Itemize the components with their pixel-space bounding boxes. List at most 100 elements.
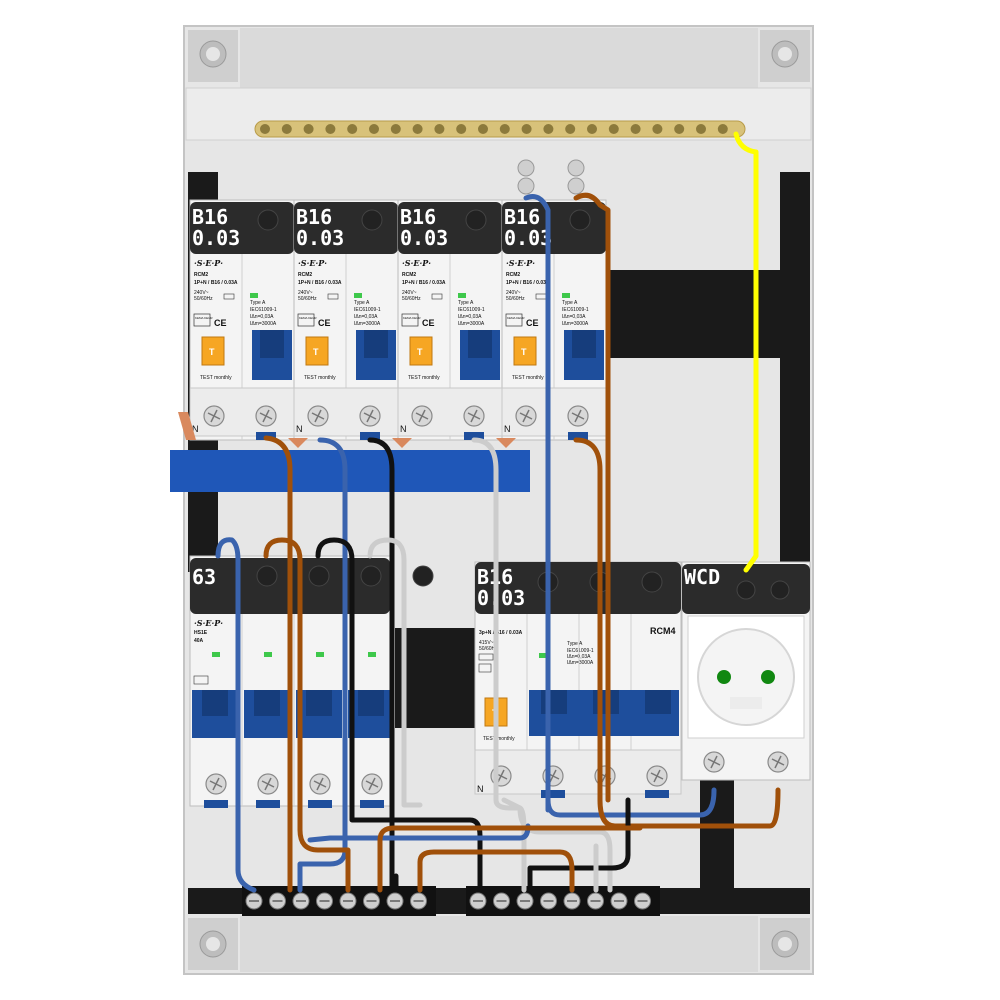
neutral-label: N — [296, 424, 303, 434]
test-button[interactable] — [513, 336, 537, 366]
earth-hole-icon — [369, 124, 379, 134]
wire-black — [527, 797, 631, 893]
ce-label: CE — [526, 318, 539, 328]
test-button[interactable] — [201, 336, 225, 366]
icn-label: IΔm=3000A — [567, 660, 594, 666]
approval-label: KEMA KEUR — [299, 316, 317, 320]
spec-label: 1P+N / B16 / 0.03A — [506, 280, 550, 286]
kema-keur-icon — [401, 313, 419, 327]
sensitivity-label: 0.03 — [192, 226, 240, 250]
sensitivity-label: 0.03 — [296, 226, 344, 250]
sensitivity-label: 0.03 — [504, 226, 552, 250]
rating-label: B16 — [192, 205, 228, 229]
test-button[interactable] — [409, 336, 433, 366]
wire-blue — [523, 194, 551, 803]
terminal-screw-icon[interactable] — [359, 405, 381, 427]
freq-label: 50/60Hz — [479, 646, 498, 652]
terminal-screw-icon[interactable] — [646, 765, 668, 787]
terminal-screw-icon[interactable] — [307, 405, 329, 427]
terminal-screw-icon[interactable] — [767, 751, 789, 773]
earth-hole-icon — [674, 124, 685, 134]
sensitivity-label: 0.03 — [477, 586, 525, 610]
terminal-screw-icon[interactable] — [205, 773, 227, 795]
rating-label: B16 — [400, 205, 436, 229]
earth-hole-icon — [390, 124, 401, 134]
earth-hole-icon — [456, 124, 467, 134]
earth-hole-icon — [499, 124, 510, 134]
terminal-screw-icon[interactable] — [309, 773, 331, 795]
socket-label: WCD — [684, 565, 720, 589]
terminal-screw-icon[interactable] — [361, 773, 383, 795]
spec-label: 1P+N / B16 / 0.03A — [402, 280, 446, 286]
freq-label: 50/60Hz — [402, 296, 421, 302]
freq-label: 50/60Hz — [194, 296, 213, 302]
freq-label: 50/60Hz — [298, 296, 317, 302]
mount-hole-bl — [188, 918, 238, 970]
voltage-label: 240V~ — [402, 290, 417, 296]
test-button[interactable] — [305, 336, 329, 366]
test-label: TEST monthly — [483, 736, 515, 742]
terminal-screw-icon[interactable] — [567, 405, 589, 427]
approval-label: KEMA KEUR — [195, 316, 213, 320]
earth-hole-icon — [303, 124, 314, 134]
idn-label: IΔn=0,03A — [458, 314, 482, 320]
status-led-icon — [250, 293, 258, 298]
earth-hole-icon — [587, 124, 597, 134]
earth-hole-icon — [521, 124, 532, 134]
brand-label: ·S·E·P· — [298, 258, 327, 268]
mount-hole-br — [760, 918, 810, 970]
terminal-screw-icon[interactable] — [255, 405, 277, 427]
earth-hole-icon — [565, 124, 576, 134]
idn-label: IΔn=0,03A — [354, 314, 378, 320]
kema-keur-icon — [193, 313, 211, 327]
wire-grey — [367, 537, 423, 808]
terminal-screw-icon[interactable] — [203, 405, 225, 427]
ce-label: CE — [214, 318, 227, 328]
terminal-screw-icon[interactable] — [411, 405, 433, 427]
wire-blue — [215, 537, 257, 893]
wire-brown — [417, 849, 575, 893]
spec-label: 1P+N / B16 / 0.03A — [298, 280, 342, 286]
earth-hole-icon — [260, 124, 270, 134]
wire-grey — [501, 797, 613, 893]
wire-black — [367, 437, 395, 893]
sensitivity-label: 0.03 — [400, 226, 448, 250]
icn-label: IΔm=3000A — [250, 321, 277, 327]
earth-hole-icon — [652, 124, 663, 134]
status-led-icon — [458, 293, 466, 298]
terminal-screw-icon[interactable] — [703, 751, 725, 773]
ce-label: CE — [318, 318, 331, 328]
kema-keur-icon — [505, 313, 523, 327]
spec-label: 1P+N / B16 / 0.03A — [194, 280, 238, 286]
freq-label: 50/60Hz — [506, 296, 525, 302]
earth-hole-icon — [434, 124, 445, 134]
wall-socket[interactable]: WCD — [681, 561, 811, 781]
ce-label: CE — [422, 318, 435, 328]
test-label: TEST monthly — [200, 375, 232, 381]
approval-label: KEMA KEUR — [507, 316, 525, 320]
rating-label: B16 — [504, 205, 540, 229]
terminal-blocks — [242, 886, 660, 916]
terminal-screw-icon[interactable] — [463, 405, 485, 427]
terminal-screw-icon[interactable] — [257, 773, 279, 795]
earth-hole-icon — [717, 124, 728, 134]
test-label: TEST monthly — [408, 375, 440, 381]
model-label: HS1E — [194, 630, 208, 636]
status-led-icon — [539, 653, 547, 658]
test-letter-label: T — [209, 347, 215, 357]
voltage-label: 240V~ — [298, 290, 313, 296]
socket-outlet-icon[interactable] — [697, 628, 795, 726]
terminal-screw-icon[interactable] — [515, 405, 537, 427]
current-label: 40A — [194, 638, 204, 644]
kema-keur-icon — [297, 313, 315, 327]
icn-label: IΔm=3000A — [458, 321, 485, 327]
neutral-label: N — [504, 424, 511, 434]
type-label: Type A — [250, 300, 266, 306]
neutral-label: N — [192, 424, 199, 434]
